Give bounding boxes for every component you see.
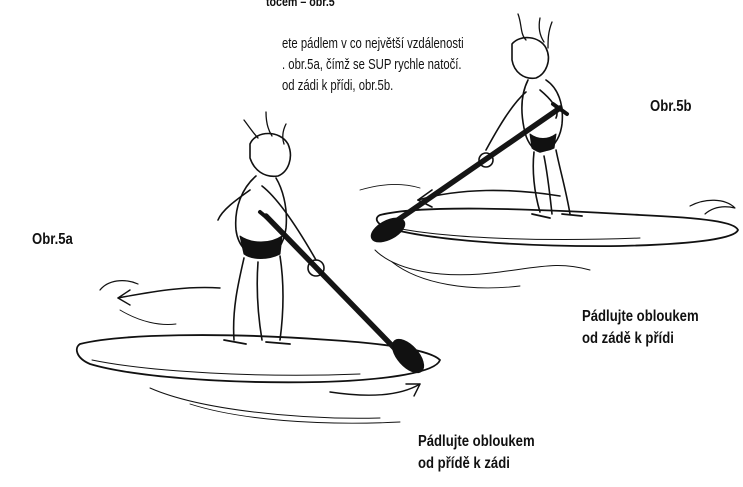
caption-line: Pádlujte obloukem [418, 431, 535, 453]
caption-line: Pádlujte obloukem [582, 306, 699, 328]
board-rail [392, 227, 640, 240]
water-swirl [360, 184, 420, 190]
person-head [512, 38, 548, 79]
figure-5b-illustration [360, 14, 738, 288]
person-swimsuit [240, 236, 282, 259]
person-legs [234, 256, 283, 340]
water-swirl [100, 281, 138, 290]
person-hair [244, 112, 286, 144]
figure-5b-caption: Pádlujte obloukem od zádě k přídi [582, 306, 699, 350]
person-swimsuit [530, 134, 556, 151]
water-swirl [375, 250, 590, 275]
paddle-board [377, 209, 738, 247]
stroke-arrow [330, 384, 420, 395]
water-swirl [150, 388, 380, 418]
person-feet [532, 214, 582, 218]
paddle-shaft [392, 108, 560, 224]
figure-5b-label: Obr.5b [650, 96, 692, 118]
figure-5a-illustration [77, 112, 440, 423]
water-swirl [690, 200, 735, 214]
water-swirl [120, 310, 176, 324]
person-hair [518, 14, 552, 48]
person-legs [533, 150, 570, 214]
caption-line: od přídě k zádi [418, 453, 535, 475]
figure-5a-label: Obr.5a [32, 229, 73, 251]
stroke-arrow [118, 287, 220, 298]
figure-5a-caption: Pádlujte obloukem od přídě k zádi [418, 431, 535, 475]
caption-line: od zádě k přídi [582, 328, 699, 350]
person-head [250, 134, 290, 177]
